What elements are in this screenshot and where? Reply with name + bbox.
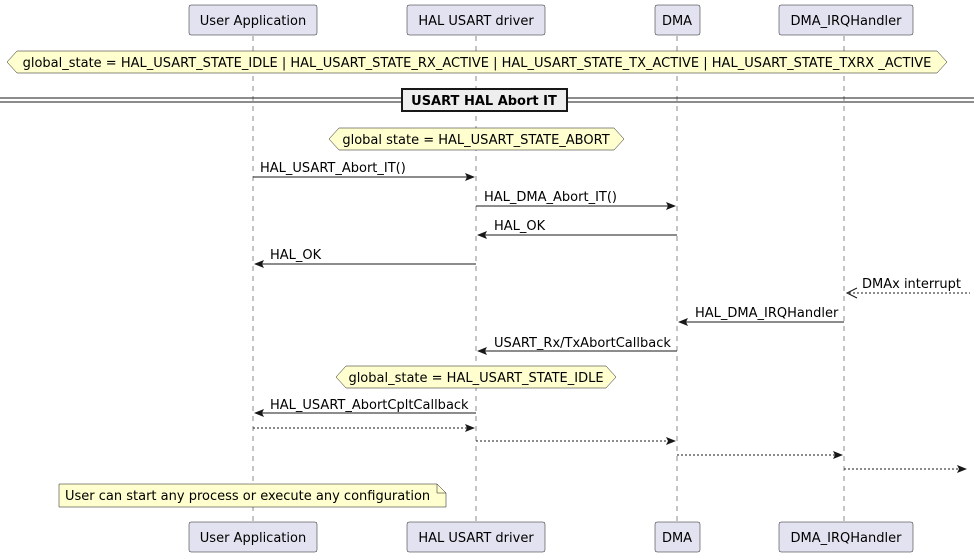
participant-irq-bottom: DMA_IRQHandler bbox=[778, 521, 914, 553]
message-label: HAL_DMA_Abort_IT() bbox=[484, 190, 617, 205]
participant-dma-top: DMA bbox=[654, 4, 701, 36]
arrowhead bbox=[666, 202, 676, 210]
arrowhead bbox=[666, 437, 676, 445]
arrowhead bbox=[678, 318, 688, 326]
participant-label: HAL USART driver bbox=[418, 14, 534, 29]
message-label: HAL_USART_AbortCpltCallback bbox=[270, 398, 469, 413]
arrowhead bbox=[254, 409, 264, 417]
participant-user-top: User Application bbox=[188, 4, 318, 36]
divider-label: USART HAL Abort IT bbox=[411, 94, 557, 109]
message-label: HAL_DMA_IRQHandler bbox=[695, 306, 839, 321]
section-divider: USART HAL Abort IT bbox=[0, 88, 974, 112]
top-state-hexagon: global_state = HAL_USART_STATE_IDLE | HA… bbox=[6, 50, 948, 74]
idle-state-hexagon: global_state = HAL_USART_STATE_IDLE bbox=[335, 365, 617, 389]
arrowhead bbox=[833, 451, 843, 459]
message-abort-cplt-callback: HAL_USART_AbortCpltCallback bbox=[254, 398, 476, 417]
arrowhead bbox=[254, 260, 264, 268]
participant-label: DMA bbox=[662, 14, 692, 29]
arrowhead bbox=[477, 347, 487, 355]
idle-state-label: global_state = HAL_USART_STATE_IDLE bbox=[348, 371, 603, 386]
return-user-to-hal bbox=[253, 424, 475, 432]
message-hal-ok-user: HAL_OK bbox=[254, 248, 476, 268]
arrowhead bbox=[845, 287, 858, 299]
message-label: HAL_OK bbox=[494, 219, 546, 234]
arrowhead bbox=[465, 173, 475, 181]
participant-hal-bottom: HAL USART driver bbox=[406, 521, 546, 553]
participant-dma-bottom: DMA bbox=[654, 521, 701, 553]
participant-label: User Application bbox=[200, 531, 306, 546]
message-dma-irqhandler: HAL_DMA_IRQHandler bbox=[678, 306, 844, 326]
message-label: USART_Rx/TxAbortCallback bbox=[494, 336, 671, 351]
participant-user-bottom: User Application bbox=[188, 521, 318, 553]
participant-label: DMA bbox=[662, 531, 692, 546]
message-label: DMAx interrupt bbox=[862, 277, 961, 292]
message-hal-ok-dma: HAL_OK bbox=[477, 219, 677, 239]
message-dmax-interrupt: DMAx interrupt bbox=[845, 277, 970, 299]
return-dma-to-irq bbox=[677, 451, 843, 459]
note-text: User can start any process or execute an… bbox=[65, 489, 430, 504]
participant-label: DMA_IRQHandler bbox=[791, 531, 903, 546]
message-label: HAL_OK bbox=[270, 248, 322, 263]
return-irq-to-external bbox=[844, 465, 967, 473]
arrowhead bbox=[465, 424, 475, 432]
message-dma-abort-it: HAL_DMA_Abort_IT() bbox=[476, 190, 676, 210]
arrowhead bbox=[477, 231, 487, 239]
arrowhead bbox=[957, 465, 967, 473]
note-box: User can start any process or execute an… bbox=[58, 483, 447, 508]
top-state-label: global_state = HAL_USART_STATE_IDLE | HA… bbox=[23, 56, 932, 71]
message-abort-callback: USART_Rx/TxAbortCallback bbox=[477, 336, 677, 355]
abort-state-label: global state = HAL_USART_STATE_ABORT bbox=[342, 133, 609, 148]
participant-label: HAL USART driver bbox=[418, 531, 534, 546]
message-abort-it: HAL_USART_Abort_IT() bbox=[253, 161, 475, 181]
participant-label: User Application bbox=[200, 14, 306, 29]
abort-state-hexagon: global state = HAL_USART_STATE_ABORT bbox=[328, 127, 625, 151]
return-hal-to-dma bbox=[476, 437, 676, 445]
message-label: HAL_USART_Abort_IT() bbox=[260, 161, 406, 176]
participant-irq-top: DMA_IRQHandler bbox=[778, 4, 914, 36]
participant-label: DMA_IRQHandler bbox=[791, 14, 903, 29]
participant-hal-top: HAL USART driver bbox=[406, 4, 546, 36]
